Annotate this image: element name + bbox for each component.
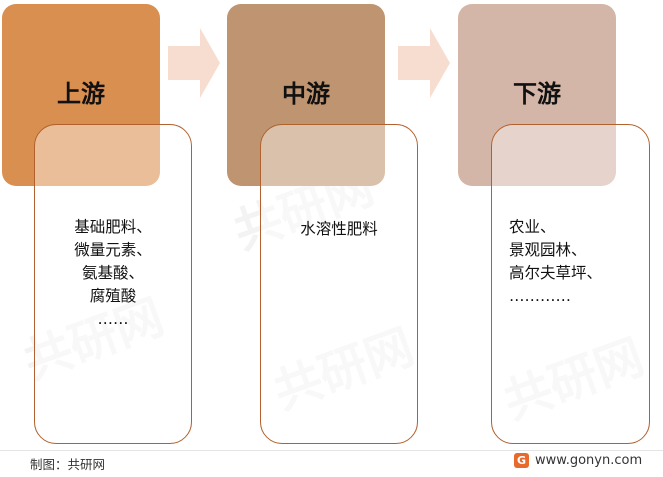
flow-arrow-icon [168,28,220,98]
upstream-content-box [34,124,192,444]
footer-divider [0,450,663,451]
gonyn-logo-icon: G [514,453,529,468]
list-item: ………… [509,287,571,305]
list-item: 基础肥料、 [74,218,152,236]
midstream-content-box [260,124,418,444]
list-item: 高尔夫草坪、 [509,264,603,282]
downstream-title: 下游 [513,80,561,108]
list-item: 农业、 [509,218,556,236]
list-item: …… [97,310,129,328]
upstream-header: 上游 [2,4,160,186]
list-item: 景观园林、 [509,241,587,259]
website-link[interactable]: G www.gonyn.com [514,453,642,468]
downstream-content-box [491,124,650,444]
midstream-items: 水溶性肥料 [260,218,418,241]
midstream-header: 中游 [227,4,385,186]
downstream-items: 农业、 景观园林、 高尔夫草坪、 ………… [509,216,659,308]
downstream-header: 下游 [458,4,616,186]
midstream-title: 中游 [282,80,330,108]
list-item: 腐殖酸 [89,287,137,305]
list-item: 微量元素、 [74,241,152,259]
chart-credit: 制图：共研网 [30,457,106,472]
list-item: 氨基酸、 [81,264,144,282]
website-url[interactable]: www.gonyn.com [535,453,643,468]
upstream-title: 上游 [57,80,105,108]
flow-arrow-icon [398,28,450,98]
upstream-items: 基础肥料、 微量元素、 氨基酸、 腐殖酸 …… [34,216,192,331]
list-item: 水溶性肥料 [300,220,378,238]
